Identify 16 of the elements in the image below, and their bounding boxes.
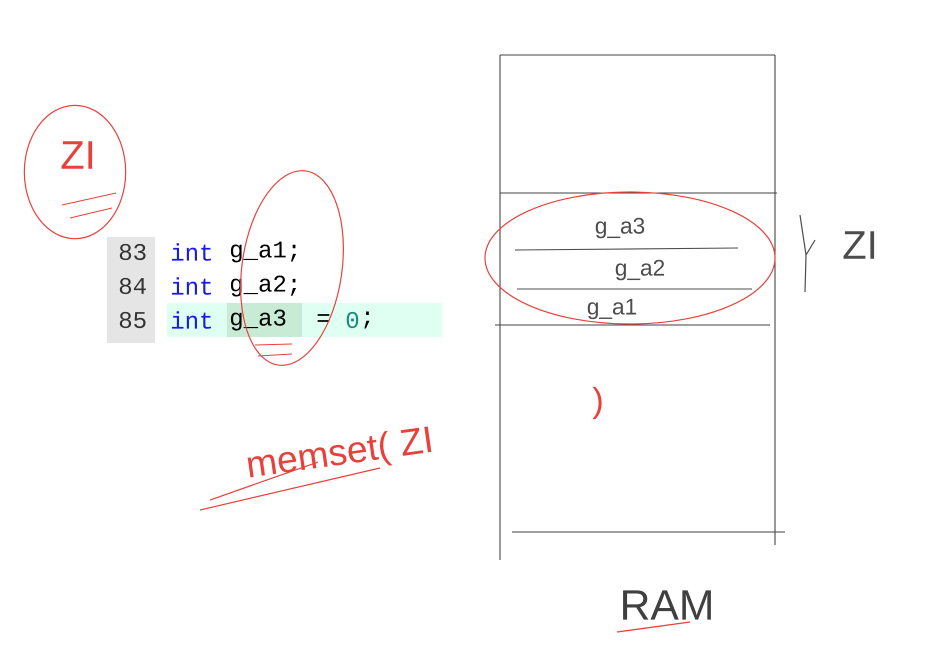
- label: int: [172, 311, 211, 329]
- label: ;: [364, 312, 370, 328]
- circled-note: ZI: [24, 104, 126, 240]
- memory-cell: g_a3: [596, 218, 644, 238]
- memory-cell: g_a1: [588, 298, 636, 320]
- memory-cell: g_a2: [616, 260, 664, 280]
- brace-note: ZI: [799, 214, 874, 293]
- label: 85: [120, 312, 146, 328]
- label: =: [318, 314, 330, 322]
- label: int: [172, 277, 211, 295]
- label: 83: [120, 244, 146, 260]
- label: 0: [346, 312, 358, 328]
- label: 84: [120, 278, 146, 294]
- handwritten-note: ): [592, 386, 602, 420]
- handwritten-note: memset( ZI: [199, 426, 432, 511]
- label: int: [172, 243, 211, 261]
